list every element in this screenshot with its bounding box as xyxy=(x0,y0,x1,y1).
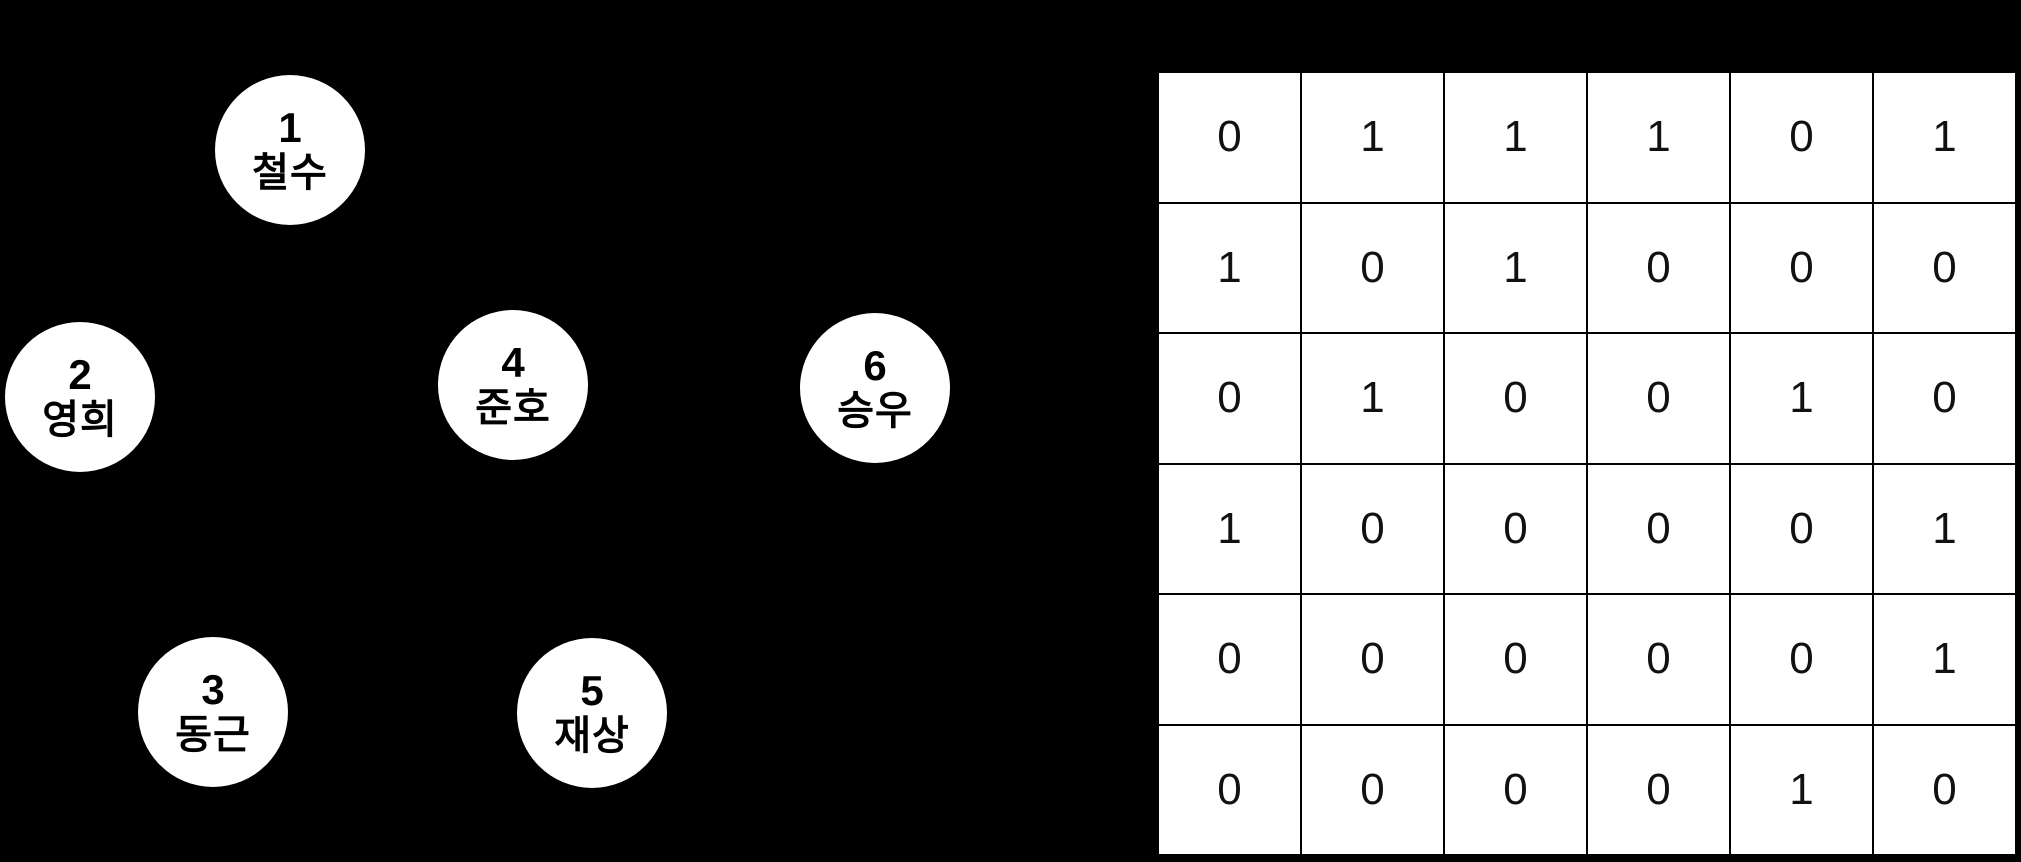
node-number: 6 xyxy=(863,342,887,390)
matrix-cell-r6-c4: 0 xyxy=(1586,723,1731,856)
matrix-cell-r2-c4: 0 xyxy=(1586,201,1731,334)
matrix-cell-r3-c5: 1 xyxy=(1729,332,1874,465)
matrix-cell-r5-c6: 1 xyxy=(1872,593,2017,726)
matrix-cell-r5-c4: 0 xyxy=(1586,593,1731,726)
node-name: 준호 xyxy=(475,386,551,431)
matrix-cell-r2-c5: 0 xyxy=(1729,201,1874,334)
matrix-cell-r4-c3: 0 xyxy=(1443,462,1588,595)
matrix-cell-r6-c5: 1 xyxy=(1729,723,1874,856)
matrix-cell-r1-c5: 0 xyxy=(1729,71,1874,204)
matrix-cell-r4-c1: 1 xyxy=(1157,462,1302,595)
node-number: 2 xyxy=(68,351,92,399)
matrix-cell-r5-c1: 0 xyxy=(1157,593,1302,726)
matrix-cell-r4-c6: 1 xyxy=(1872,462,2017,595)
node-name: 재상 xyxy=(554,714,630,759)
matrix-cell-r1-c4: 1 xyxy=(1586,71,1731,204)
matrix-cell-r3-c1: 0 xyxy=(1157,332,1302,465)
matrix-cell-r1-c3: 1 xyxy=(1443,71,1588,204)
matrix-cell-r2-c2: 0 xyxy=(1300,201,1445,334)
matrix-cell-r6-c3: 0 xyxy=(1443,723,1588,856)
matrix-cell-r3-c4: 0 xyxy=(1586,332,1731,465)
node-name: 동근 xyxy=(175,713,251,758)
matrix-cell-r1-c2: 1 xyxy=(1300,71,1445,204)
matrix-cell-r3-c3: 0 xyxy=(1443,332,1588,465)
matrix-cell-r4-c5: 0 xyxy=(1729,462,1874,595)
node-name: 승우 xyxy=(837,389,913,434)
matrix-cell-r6-c2: 0 xyxy=(1300,723,1445,856)
matrix-cell-r2-c3: 1 xyxy=(1443,201,1588,334)
node-name: 철수 xyxy=(252,151,328,196)
node-number: 4 xyxy=(501,339,525,387)
matrix-cell-r2-c6: 0 xyxy=(1872,201,2017,334)
node-name: 영희 xyxy=(42,398,118,443)
matrix-cell-r5-c5: 0 xyxy=(1729,593,1874,726)
matrix-cell-r6-c1: 0 xyxy=(1157,723,1302,856)
matrix-cell-r6-c6: 0 xyxy=(1872,723,2017,856)
matrix-cell-r1-c6: 1 xyxy=(1872,71,2017,204)
matrix-cell-r3-c6: 0 xyxy=(1872,332,2017,465)
matrix-cell-r3-c2: 1 xyxy=(1300,332,1445,465)
matrix-cell-r5-c3: 0 xyxy=(1443,593,1588,726)
node-number: 3 xyxy=(201,666,225,714)
node-number: 5 xyxy=(580,667,604,715)
matrix-cell-r4-c2: 0 xyxy=(1300,462,1445,595)
matrix-cell-r4-c4: 0 xyxy=(1586,462,1731,595)
matrix-cell-r5-c2: 0 xyxy=(1300,593,1445,726)
node-number: 1 xyxy=(278,104,302,152)
matrix-cell-r2-c1: 1 xyxy=(1157,201,1302,334)
matrix-cell-r1-c1: 0 xyxy=(1157,71,1302,204)
